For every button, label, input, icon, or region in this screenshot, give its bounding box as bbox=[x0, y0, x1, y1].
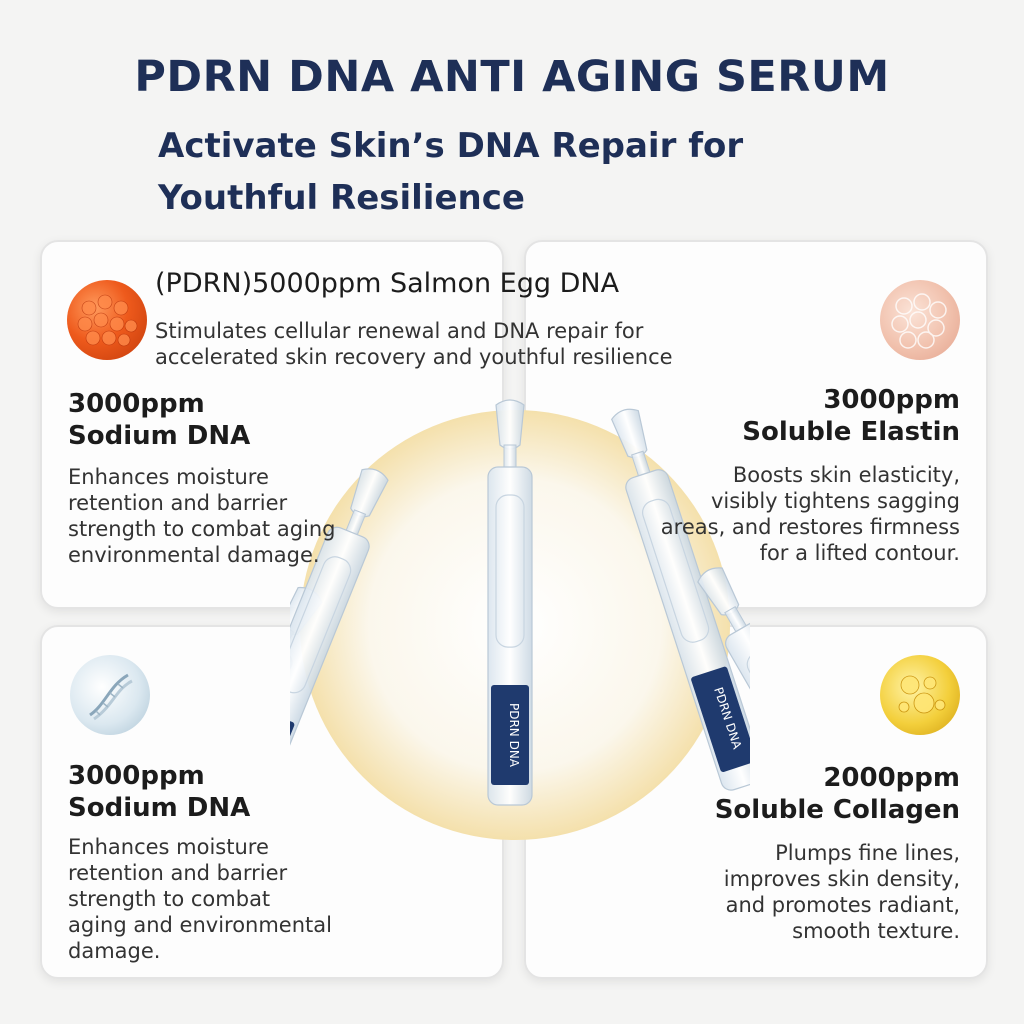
ampoule-vial: PDRN DNA bbox=[697, 567, 750, 869]
subtitle-line-1: Activate Skin’s DNA Repair for bbox=[158, 126, 744, 166]
tl-name: Sodium DNA bbox=[68, 421, 251, 451]
ampoule-vial: PDRN DNA bbox=[487, 399, 533, 806]
bl-body-line: Enhances moisture bbox=[68, 835, 269, 859]
bl-body-line: strength to combat bbox=[68, 887, 271, 911]
tr-body-line: Boosts skin elasticity, bbox=[732, 463, 960, 487]
br-amount: 2000ppm bbox=[823, 763, 960, 793]
subtitle-line-2: Youthful Resilience bbox=[158, 178, 525, 218]
pdrn-desc-line-2: accelerated skin recovery and youthful r… bbox=[155, 345, 673, 369]
pdrn-description: Stimulates cellular renewal and DNA repa… bbox=[155, 318, 795, 370]
bl-heading: 3000ppm Sodium DNA bbox=[68, 760, 368, 824]
page-subtitle: Activate Skin’s DNA Repair for Youthful … bbox=[158, 120, 918, 224]
br-body-line: Plumps fine lines, bbox=[775, 841, 960, 865]
tl-body-line: retention and barrier bbox=[68, 491, 288, 515]
bl-body-line: retention and barrier bbox=[68, 861, 288, 885]
tr-amount: 3000ppm bbox=[823, 385, 960, 415]
bl-body-line: damage. bbox=[68, 939, 161, 963]
dna-helix-icon bbox=[70, 655, 150, 735]
vial-label-text: PDRN DNA bbox=[507, 703, 521, 768]
tl-heading: 3000ppm Sodium DNA bbox=[68, 388, 368, 452]
bl-description: Enhances moisture retention and barrier … bbox=[68, 834, 388, 964]
br-name: Soluble Collagen bbox=[714, 795, 960, 825]
pdrn-desc-line-1: Stimulates cellular renewal and DNA repa… bbox=[155, 319, 644, 343]
tl-description: Enhances moisture retention and barrier … bbox=[68, 464, 368, 568]
bl-name: Sodium DNA bbox=[68, 793, 251, 823]
tr-heading: 3000ppm Soluble Elastin bbox=[640, 384, 960, 448]
br-description: Plumps fine lines, improves skin density… bbox=[640, 840, 960, 944]
vial-label bbox=[691, 666, 750, 772]
vial-label bbox=[491, 685, 529, 785]
ampoule-vial: PDRN DNA bbox=[290, 468, 389, 834]
br-heading: 2000ppm Soluble Collagen bbox=[640, 762, 960, 826]
tr-body-line: for a lifted contour. bbox=[759, 541, 960, 565]
tl-amount: 3000ppm bbox=[68, 389, 205, 419]
tl-body-line: Enhances moisture bbox=[68, 465, 269, 489]
ampoule-vial: PDRN DNA bbox=[610, 408, 750, 791]
pdrn-heading: (PDRN)5000ppm Salmon Egg DNA bbox=[155, 268, 620, 299]
bl-amount: 3000ppm bbox=[68, 761, 205, 791]
tr-body-line: areas, and restores firmness bbox=[660, 515, 960, 539]
tr-body-line: visibly tightens sagging bbox=[710, 489, 960, 513]
salmon-roe-icon bbox=[67, 280, 147, 360]
tr-name: Soluble Elastin bbox=[742, 417, 960, 447]
br-body-line: smooth texture. bbox=[792, 919, 960, 943]
bl-body-line: aging and environmental bbox=[68, 913, 332, 937]
tl-body-line: environmental damage. bbox=[68, 543, 320, 567]
br-body-line: and promotes radiant, bbox=[725, 893, 960, 917]
tl-body-line: strength to combat aging bbox=[68, 517, 336, 541]
elastin-bubbles-icon bbox=[880, 280, 960, 360]
page-title: PDRN DNA ANTI AGING SERUM bbox=[134, 52, 890, 102]
tr-description: Boosts skin elasticity, visibly tightens… bbox=[640, 462, 960, 566]
collagen-droplets-icon bbox=[880, 655, 960, 735]
br-body-line: improves skin density, bbox=[723, 867, 960, 891]
